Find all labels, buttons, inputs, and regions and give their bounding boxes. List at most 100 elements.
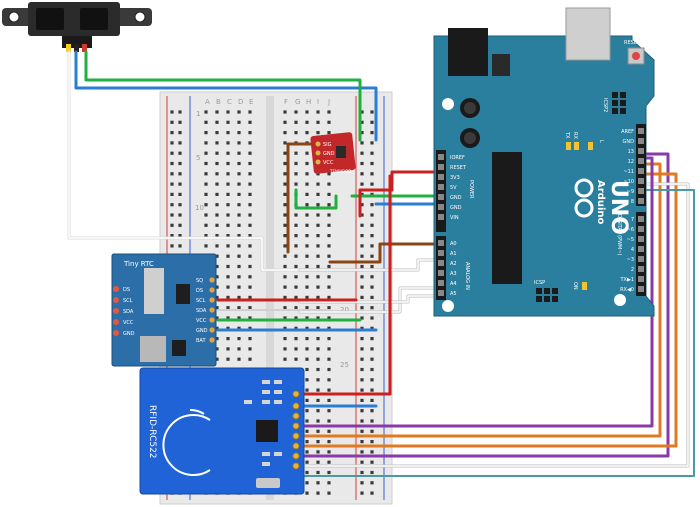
breadboard-hole [370,460,374,464]
breadboard-hole [170,172,174,176]
arduino-brand: Arduino [595,180,606,224]
breadboard-hole [360,481,364,485]
digital-pin-8: 8 [631,199,634,205]
breadboard-hole [215,264,219,269]
sensor-pin-gnd: GND [323,151,335,157]
breadboard-hole [316,326,320,330]
breadboard-hole [305,388,309,392]
breadboard-hole [283,192,287,196]
power-pin-gnd-1: GND [450,195,462,201]
breadboard-hole [204,234,208,238]
breadboard-hole [283,357,287,361]
breadboard-hole [178,182,182,186]
breadboard-hole [370,306,374,310]
breadboard-hole [360,326,364,330]
breadboard-hole [305,398,309,402]
breadboard-hole [170,244,174,248]
breadboard-hole [305,337,309,341]
breadboard-hole [305,295,309,299]
breadboard-hole [370,409,374,413]
breadboard-hole [283,120,287,124]
breadboard-hole [305,409,309,413]
breadboard-hole [316,460,320,464]
breadboard-hole [170,213,174,217]
wire-rfid-red [298,174,392,396]
breadboard-hole [327,203,331,207]
breadboard-hole [283,275,287,279]
breadboard-hole [283,316,287,320]
breadboard-hole [327,460,331,464]
breadboard-hole [370,151,374,155]
breadboard-hole [370,203,374,207]
breadboard-hole [226,110,230,114]
breadboard-hole [305,182,309,186]
breadboard-hole [237,213,241,217]
row-number-5: 5 [196,154,200,162]
breadboard-hole [360,192,364,196]
letter-b: B [216,98,221,106]
sensor-pin-sig: SIG [323,142,332,148]
breadboard-hole [305,429,309,433]
breadboard-hole [215,110,219,114]
rfid-pin-header [292,390,300,470]
breadboard-hole [248,264,252,269]
breadboard-hole [360,234,364,238]
breadboard-hole [248,110,252,114]
breadboard-hole [283,161,287,166]
breadboard-hole [294,120,298,124]
breadboard-hole [316,254,320,258]
breadboard-hole [204,213,208,217]
breadboard-hole [360,244,364,248]
power-header: IOREF RESET 3V3 5V GND GND VIN POWER [436,150,474,232]
breadboard-hole [305,213,309,217]
breadboard-hole [360,306,364,310]
breadboard-hole [294,172,298,176]
breadboard-hole [370,264,374,269]
breadboard-hole [237,120,241,124]
breadboard-hole [370,440,374,444]
tx-led-label: TX [564,131,570,139]
breadboard-hole [327,223,331,227]
wire-rfid-sda-white-core [299,183,689,467]
letter-a: A [205,98,210,106]
rtc-right-pin-vcc: VCC [196,318,207,324]
breadboard-hole [305,470,309,475]
breadboard-hole [178,213,182,217]
breadboard-hole [294,347,298,351]
breadboard-hole [170,182,174,186]
breadboard-hole [370,295,374,299]
breadboard-hole [237,357,241,361]
breadboard-hole [360,440,364,444]
digital-pin-6: ~6 [627,227,634,233]
breadboard-hole [294,234,298,238]
breadboard-hole [226,182,230,186]
rfid-label: RFID-RC522 [147,405,157,459]
breadboard-hole [237,192,241,196]
breadboard-hole [370,172,374,176]
breadboard-hole [226,223,230,227]
breadboard-hole [305,316,309,320]
breadboard-hole [248,347,252,351]
breadboard-hole [370,223,374,227]
breadboard-hole [248,120,252,124]
breadboard-hole [305,131,309,135]
breadboard-hole [305,440,309,444]
breadboard-hole [204,120,208,124]
breadboard-hole [204,141,208,145]
breadboard-hole [360,172,364,176]
breadboard-hole [316,440,320,444]
breadboard-hole [294,244,298,248]
rtc-right-pin-bat: BAT [196,338,206,344]
breadboard-hole [170,110,174,114]
breadboard-hole [178,151,182,155]
breadboard-hole [316,398,320,402]
breadboard-hole [204,151,208,155]
breadboard-hole [316,244,320,248]
breadboard-hole [178,141,182,145]
breadboard-hole [327,409,331,413]
breadboard-hole [215,172,219,176]
breadboard-hole [305,419,309,423]
breadboard-hole [360,213,364,217]
breadboard-hole [294,306,298,310]
